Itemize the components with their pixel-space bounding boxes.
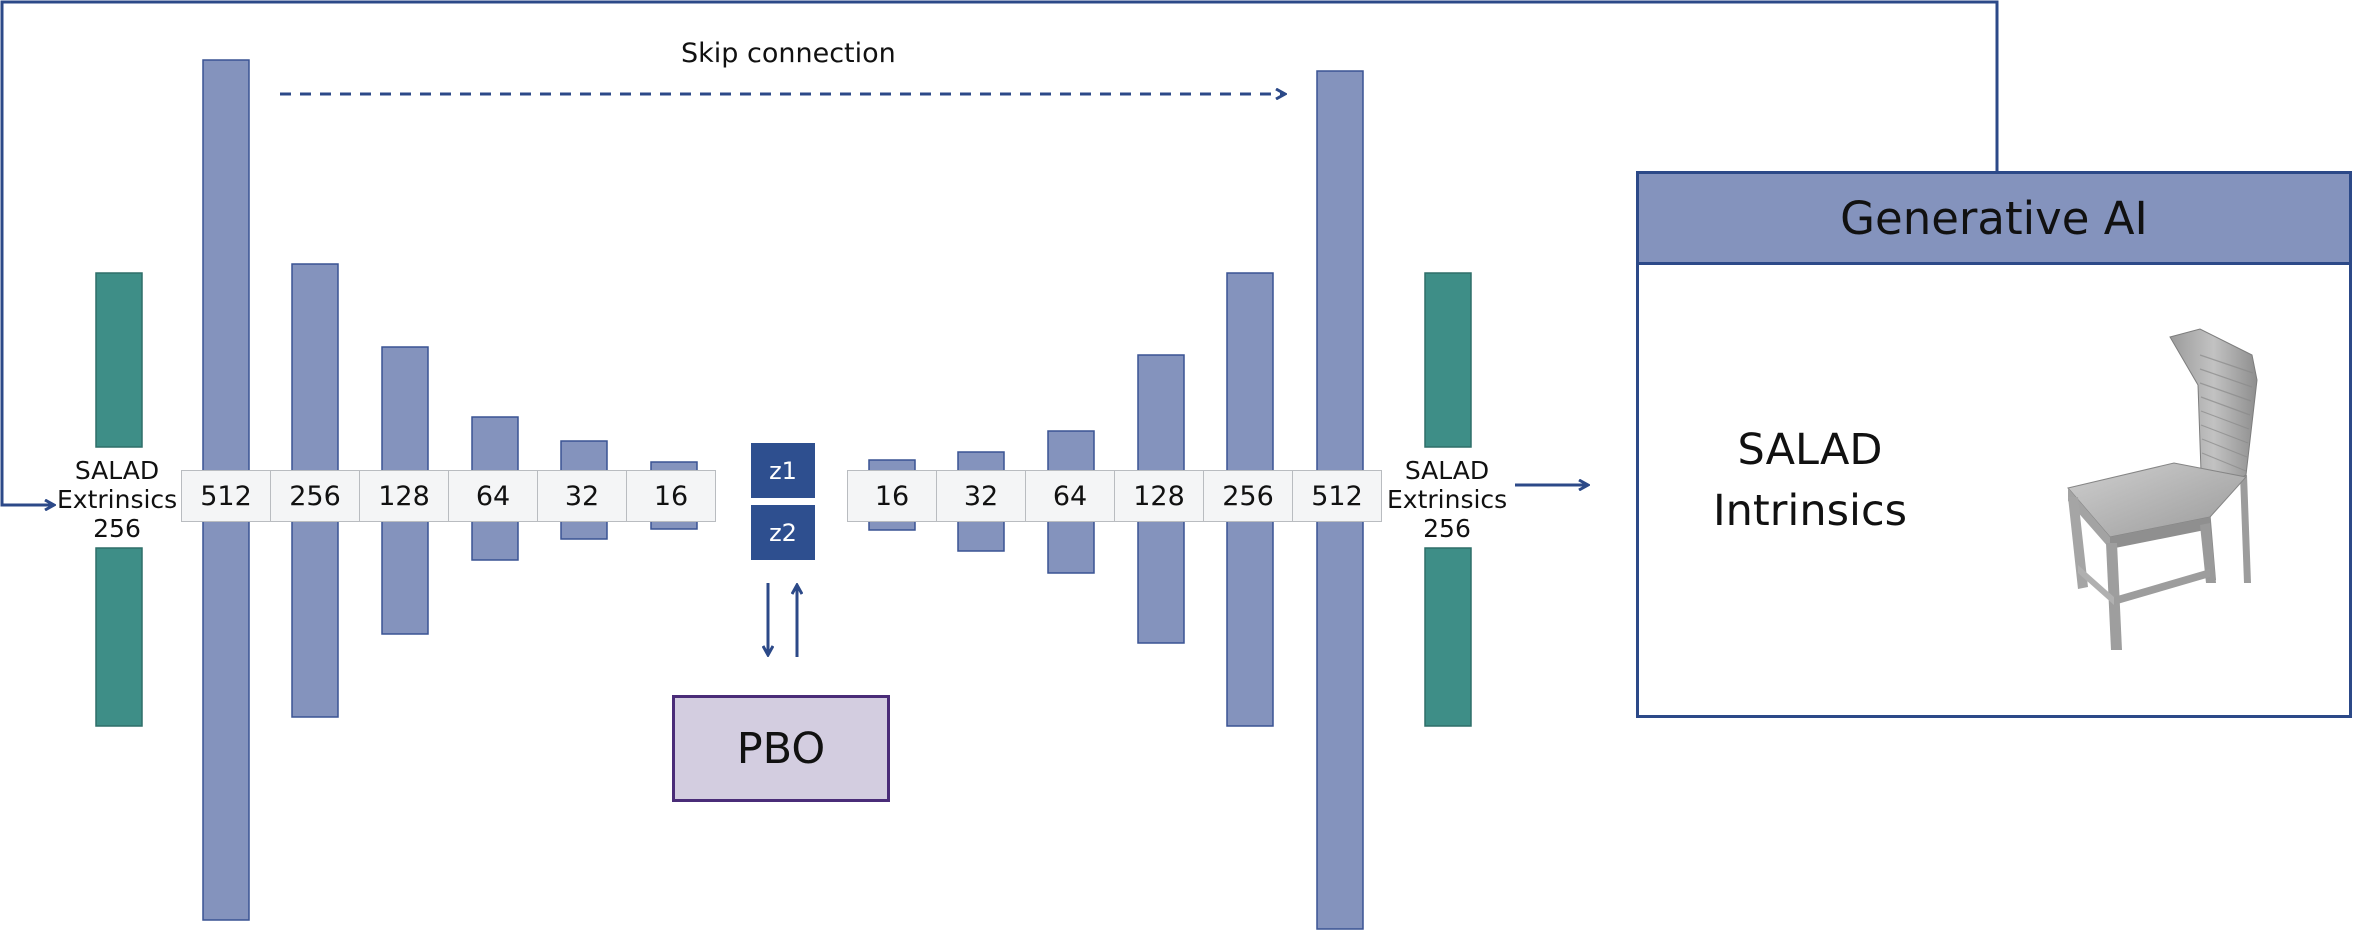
pbo-box: PBO [672,695,890,802]
decoder-cell-512: 512 [1292,470,1382,522]
input-teal-bar-bottom [95,547,143,727]
decoder-cell-32: 32 [936,470,1026,522]
generative-ai-title: Generative AI [1639,174,2349,265]
chair-3d-icon [2067,328,2258,650]
input-label-line1: SALAD [74,456,160,485]
output-label-line2: Extrinsics [1387,485,1508,514]
output-label-line1: SALAD [1404,456,1490,485]
latent-z1-box: z1 [751,443,815,498]
encoder-cell-128: 128 [359,470,449,522]
decoder-cell-128: 128 [1114,470,1204,522]
salad-intrinsics-label: SALAD Intrinsics [1700,420,1920,542]
encoder-cells: 512 256 128 64 32 16 [181,470,716,522]
input-label-line2: Extrinsics [57,485,178,514]
generative-ai-panel: Generative AI [1636,171,2352,718]
output-teal-bar-top [1424,272,1472,448]
decoder-cell-64: 64 [1025,470,1115,522]
decoder-cell-256: 256 [1203,470,1293,522]
encoder-cell-16: 16 [626,470,716,522]
feedback-loop-arrow [0,0,1999,505]
encoder-cell-512: 512 [181,470,271,522]
intrinsics-line2: Intrinsics [1712,486,1908,536]
input-teal-bar-top [95,272,143,448]
encoder-cell-64: 64 [448,470,538,522]
input-label-line3: 256 [93,514,141,543]
decoder-cell-16: 16 [847,470,937,522]
output-label-line3: 256 [1423,514,1471,543]
encoder-cell-256: 256 [270,470,360,522]
skip-connection-label: Skip connection [681,38,896,69]
output-salad-extrinsics-label: SALAD Extrinsics 256 [1387,456,1507,543]
output-teal-bar-bottom [1424,547,1472,727]
decoder-cells: 16 32 64 128 256 512 [847,470,1382,522]
latent-z2-box: z2 [751,505,815,560]
encoder-cell-32: 32 [537,470,627,522]
input-salad-extrinsics-label: SALAD Extrinsics 256 [57,456,177,543]
intrinsics-line1: SALAD [1737,425,1883,475]
